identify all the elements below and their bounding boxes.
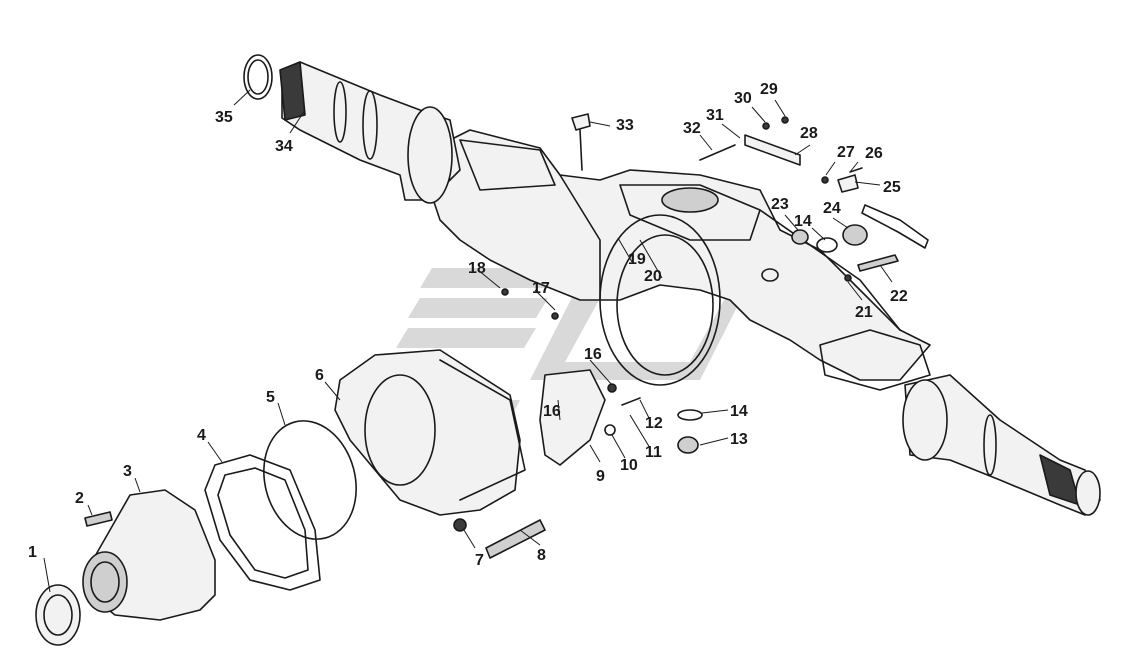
bolt xyxy=(84,511,113,527)
callout-25: 25 xyxy=(883,179,901,196)
front-seal xyxy=(35,584,81,646)
right-spindle xyxy=(902,374,1101,516)
callout-12: 12 xyxy=(645,415,663,432)
callout-10: 10 xyxy=(620,457,638,474)
callout-23: 23 xyxy=(771,196,789,213)
callout-4: 4 xyxy=(197,427,206,444)
callout-14b: 14 xyxy=(794,213,812,230)
callout-20: 20 xyxy=(644,268,662,285)
callout-8: 8 xyxy=(537,547,546,564)
callout-13: 13 xyxy=(730,431,748,448)
callout-26: 26 xyxy=(865,145,883,162)
callout-16a: 16 xyxy=(584,346,602,363)
axle-housing xyxy=(429,129,931,391)
carrier-housing xyxy=(334,349,526,516)
callout-19: 19 xyxy=(628,251,646,268)
callout-24: 24 xyxy=(823,200,841,217)
callout-16b: 16 xyxy=(543,403,561,420)
small-parts xyxy=(453,113,929,559)
callout-6: 6 xyxy=(315,367,324,384)
callout-22: 22 xyxy=(890,288,908,305)
callout-11: 11 xyxy=(645,444,662,461)
callout-17: 17 xyxy=(532,280,550,297)
callout-5: 5 xyxy=(266,389,275,406)
callout-labels: 1 2 3 4 5 6 7 8 9 10 11 12 13 14 14 16 1… xyxy=(28,81,908,569)
callout-35: 35 xyxy=(215,109,233,126)
o-ring xyxy=(263,420,357,540)
left-spindle xyxy=(279,61,461,204)
callout-29: 29 xyxy=(760,81,778,98)
side-cover xyxy=(539,369,606,466)
callout-2: 2 xyxy=(75,490,84,507)
callout-18: 18 xyxy=(468,260,486,277)
left-seal-ring xyxy=(243,54,273,100)
callout-31: 31 xyxy=(706,107,724,124)
callout-30: 30 xyxy=(734,90,752,107)
gasket xyxy=(204,454,321,591)
callout-21: 21 xyxy=(855,304,873,321)
callout-32: 32 xyxy=(683,120,701,137)
callout-9: 9 xyxy=(596,468,605,485)
callout-1: 1 xyxy=(28,544,37,561)
callout-34: 34 xyxy=(275,138,293,155)
callout-3: 3 xyxy=(123,463,132,480)
callout-14a: 14 xyxy=(730,403,748,420)
leader-lines xyxy=(43,89,893,593)
callout-33: 33 xyxy=(616,117,634,134)
callout-28: 28 xyxy=(800,125,818,142)
callout-7: 7 xyxy=(475,552,484,569)
bearing-housing xyxy=(82,489,216,621)
callout-27: 27 xyxy=(837,144,855,161)
